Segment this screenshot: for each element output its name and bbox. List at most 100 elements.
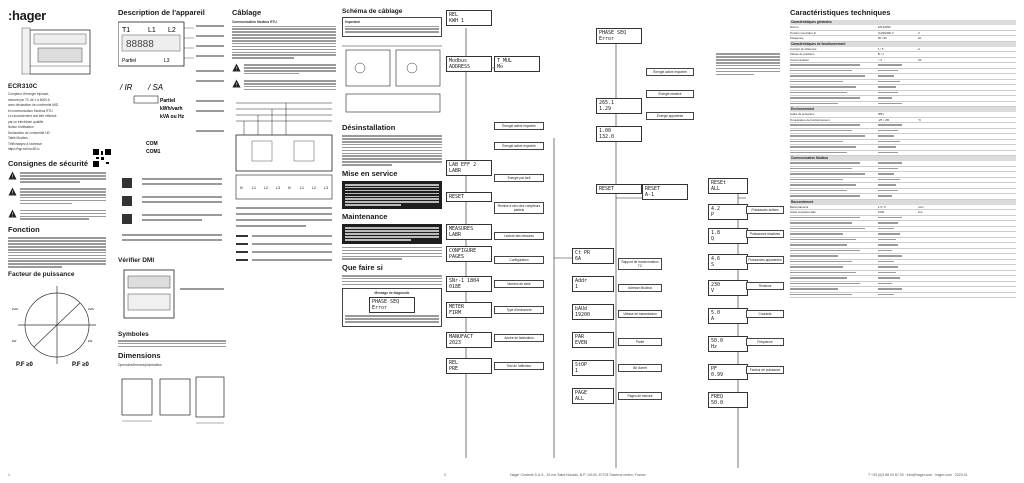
flowchart-notes [716, 52, 780, 76]
uninstall-text [342, 135, 442, 166]
svg-text:88888: 88888 [126, 39, 154, 50]
troubleshoot-text [342, 275, 442, 286]
troubleshoot-title: Que faire si [342, 263, 383, 272]
config-screen[interactable]: Ct PR 6A [572, 248, 614, 264]
svg-text:Partiel: Partiel [122, 58, 136, 64]
dmi-device-diagram [123, 269, 224, 319]
svg-text:!: ! [12, 191, 14, 196]
svg-text:!: ! [12, 212, 14, 217]
filler-rows-a [790, 63, 1016, 107]
menu-note: Énergie active importée [646, 68, 694, 76]
symbols-title: Symboles [118, 331, 149, 338]
warning-item: ! [8, 208, 106, 222]
cablage-warning-2: ! [232, 79, 336, 92]
qr-code-icon[interactable] [92, 148, 112, 168]
config-screen[interactable]: PAR EVEN [572, 332, 614, 348]
warning-triangle-icon: ! [232, 79, 241, 88]
safety-title: Consignes de sécurité [8, 159, 89, 168]
menu-screen[interactable]: CONFIGURE PAGES [446, 246, 492, 262]
warning-item: ! [8, 187, 106, 206]
column-tech: Caractéristiques techniques Caractéristi… [790, 8, 1016, 298]
menu-screen[interactable]: MEASURES LABR [446, 224, 492, 240]
opercules-label: Opercules/ferrures/plombables [118, 363, 162, 368]
config-screen[interactable]: PAGE ALL [572, 388, 614, 404]
config-screen[interactable]: Addr 1 [572, 276, 614, 292]
uninstall-title: Désinstallation [342, 123, 396, 133]
menu-screen[interactable]: REL PRE [446, 358, 492, 374]
commissioning-box [342, 180, 442, 210]
column-service: Schéma de câblage Important Désinstallat… [342, 8, 442, 327]
phase-seq-screen[interactable]: PHASE SEQ Error [596, 28, 642, 44]
wiring-diagram: N L1 L2 L3 N L1 L2 L3 [235, 102, 333, 261]
ct-wiring-diagram [342, 45, 442, 113]
menu-screen[interactable]: RESET [446, 192, 492, 202]
menu-screen[interactable]: REL KWH 1 [446, 10, 492, 26]
config-screen[interactable]: bAUd 19200 [572, 304, 614, 320]
svg-text:/ SA: / SA [147, 83, 163, 92]
warning-triangle-icon: ! [232, 63, 241, 72]
menu-screen[interactable]: Modbus ADDRESS [446, 56, 492, 72]
svg-text:COM1: COM1 [146, 149, 161, 155]
menu-screen[interactable]: METER FIRM [446, 302, 492, 318]
svg-text:Partiel: Partiel [160, 98, 176, 104]
menu-screen[interactable]: LAB EFF 2 LABR [446, 160, 492, 176]
menu-flowchart: REL KWH 1 Modbus ADDRESS T_MUL Mo LAB EF… [446, 8, 784, 468]
svg-text:!: ! [236, 82, 238, 87]
svg-text:kVAr: kVAr [12, 307, 18, 311]
footer-page-left: 1 [8, 473, 10, 477]
svg-text:kVA ou Hz: kVA ou Hz [160, 114, 185, 120]
product-code: ECR310C [8, 83, 38, 90]
footer-address: Hager Controls S.A.S., 33 rue Saint-Nico… [510, 473, 646, 477]
svg-text:L2: L2 [312, 186, 316, 190]
safety-warnings: ! ! ! [8, 171, 106, 221]
measure-screen[interactable]: 265.1 1.29 [596, 98, 642, 114]
commissioning-title: Mise en service [342, 168, 398, 178]
symbol-list [118, 340, 226, 348]
svg-text:L1: L1 [252, 186, 256, 190]
menu-screen[interactable]: SNr-1 1804 018E [446, 276, 492, 292]
menu-screen[interactable]: MANUFACT 2023 [446, 332, 492, 348]
footer-contact: T +33 (0)3 88 02 87 00 · info@hager.com … [868, 473, 968, 477]
measure-screen[interactable]: 1.00 132.0 [596, 126, 642, 142]
modbus-label: Communication Modbus RTU [232, 20, 277, 24]
pf-label-right: P.F ≥0 [72, 362, 90, 368]
svg-text:!: ! [12, 175, 14, 180]
svg-text:N: N [288, 186, 291, 190]
cablage-text [232, 25, 336, 59]
svg-text:kW: kW [12, 339, 17, 343]
svg-text:kWh/varh: kWh/varh [160, 106, 183, 112]
maintenance-text [342, 246, 442, 260]
reset-screen[interactable]: RESET A-1 [642, 184, 688, 200]
filler-rows-b [790, 123, 1016, 156]
product-illustration [21, 27, 91, 75]
maintenance-box [342, 224, 442, 244]
footer-page-number: 2 [444, 473, 446, 477]
dimension-drawings [121, 376, 225, 424]
pf-label-left: P.F ≥0 [16, 362, 34, 368]
cablage-title: Câblage [232, 8, 262, 17]
warning-triangle-icon: ! [8, 187, 17, 196]
svg-text:L2: L2 [168, 27, 176, 34]
svg-text:L3: L3 [164, 58, 170, 64]
reset-screen[interactable]: RESET [596, 184, 642, 194]
menu-screen[interactable]: T_MUL Mo [494, 56, 540, 72]
svg-text:kW: kW [88, 339, 93, 343]
menu-note: Énergie réactive [646, 90, 694, 98]
verify-dmi-title: Vérifier DMI [118, 257, 155, 264]
svg-text:L3: L3 [324, 186, 328, 190]
diagnostic-box: Message de diagnostic PHASE SEQ Error [342, 288, 442, 327]
function-title: Fonction [8, 225, 40, 235]
diagnostic-lcd: PHASE SEQ Error [369, 297, 415, 314]
commands-diagram [122, 178, 222, 241]
tech-title: Caractéristiques techniques [790, 8, 891, 17]
device-front-diagram: T1 L1 L2 88888 Partiel L3 / IR / SA Part… [117, 21, 224, 155]
svg-text:kVAr: kVAr [88, 307, 94, 311]
config-screen[interactable]: StOP 1 [572, 360, 614, 376]
description-title: Description de l'appareil [118, 8, 205, 17]
svg-text:T1: T1 [122, 27, 130, 34]
svg-text:L2: L2 [264, 186, 268, 190]
column-description: Description de l'appareil T1 L1 L2 88888… [117, 8, 226, 434]
important-box: Important [342, 17, 442, 38]
warning-triangle-icon: ! [8, 208, 17, 218]
